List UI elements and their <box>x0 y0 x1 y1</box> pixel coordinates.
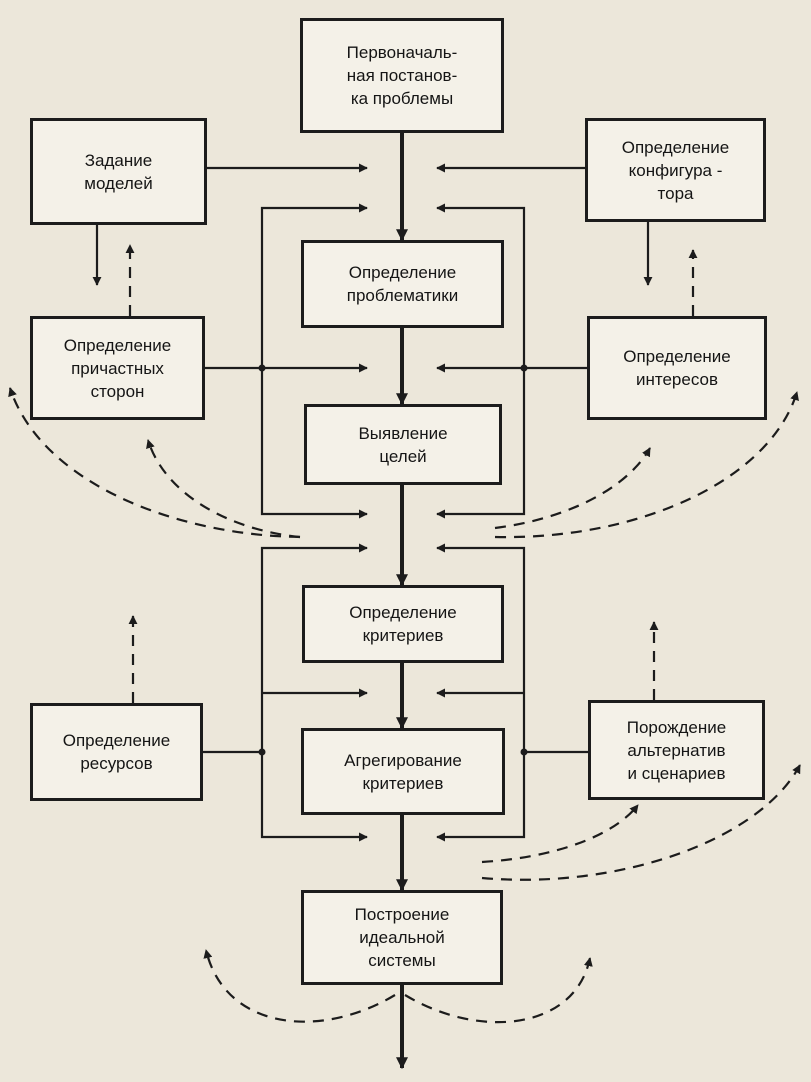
box-initial-problem-statement: Первоначаль- ная постанов- ка проблемы <box>300 18 504 133</box>
dashed-arc-right-outer <box>494 391 799 539</box>
box-label: Определение критериев <box>349 603 457 645</box>
dashed-arc-lower-right-outer <box>481 764 801 881</box>
box-stakeholders: Определение причастных сторон <box>30 316 205 420</box>
dashed-arc-lower-right-inner <box>481 804 639 864</box>
junction-dot <box>520 748 528 756</box>
dashed-arc-bottom-right <box>404 957 593 1024</box>
box-configurator: Определение конфигура - тора <box>585 118 766 222</box>
right-loop-upper <box>436 203 526 368</box>
box-alternatives: Порождение альтернатив и сценариев <box>588 700 765 800</box>
box-label: Определение причастных сторон <box>63 335 172 401</box>
box-label: Определение проблематики <box>346 263 459 305</box>
box-label: Задание моделей <box>84 150 153 193</box>
box-interests: Определение интересов <box>587 316 767 420</box>
left-loop-upper <box>260 203 368 368</box>
box-label: Первоначаль- ная постанов- ка проблемы <box>346 43 458 108</box>
box-label: Определение ресурсов <box>62 731 171 773</box>
box-label: Выявление целей <box>358 423 448 466</box>
box-models: Задание моделей <box>30 118 207 225</box>
box-label: Порождение альтернатив и сценариев <box>626 717 727 783</box>
box-resources: Определение ресурсов <box>30 703 203 801</box>
dashed-arc-left-inner <box>146 439 301 539</box>
left-loop-lower <box>260 543 368 752</box>
box-label: Определение конфигура - тора <box>621 137 730 203</box>
box-label: Агрегирование критериев <box>344 750 462 793</box>
box-label: Построение идеальной системы <box>354 905 450 970</box>
right-loop-upper-down <box>436 368 526 519</box>
left-loop-lower-down <box>260 752 368 842</box>
box-ideal-system: Построение идеальной системы <box>301 890 503 985</box>
junction-dot <box>520 364 528 372</box>
dashed-arc-right-inner <box>494 447 651 530</box>
dashed-arc-left-outer <box>8 387 301 539</box>
box-aggregation: Агрегирование критериев <box>301 728 505 815</box>
junction-dot <box>258 748 266 756</box>
dashed-arc-bottom-left <box>203 949 396 1023</box>
box-label: Определение интересов <box>623 347 731 389</box>
left-loop-upper-down <box>260 368 368 519</box>
junction-dot <box>258 364 266 372</box>
right-loop-lower <box>436 543 526 752</box>
box-goals: Выявление целей <box>304 404 502 485</box>
box-problematics: Определение проблематики <box>301 240 504 328</box>
box-criteria: Определение критериев <box>302 585 504 663</box>
right-loop-lower-down <box>436 752 526 842</box>
